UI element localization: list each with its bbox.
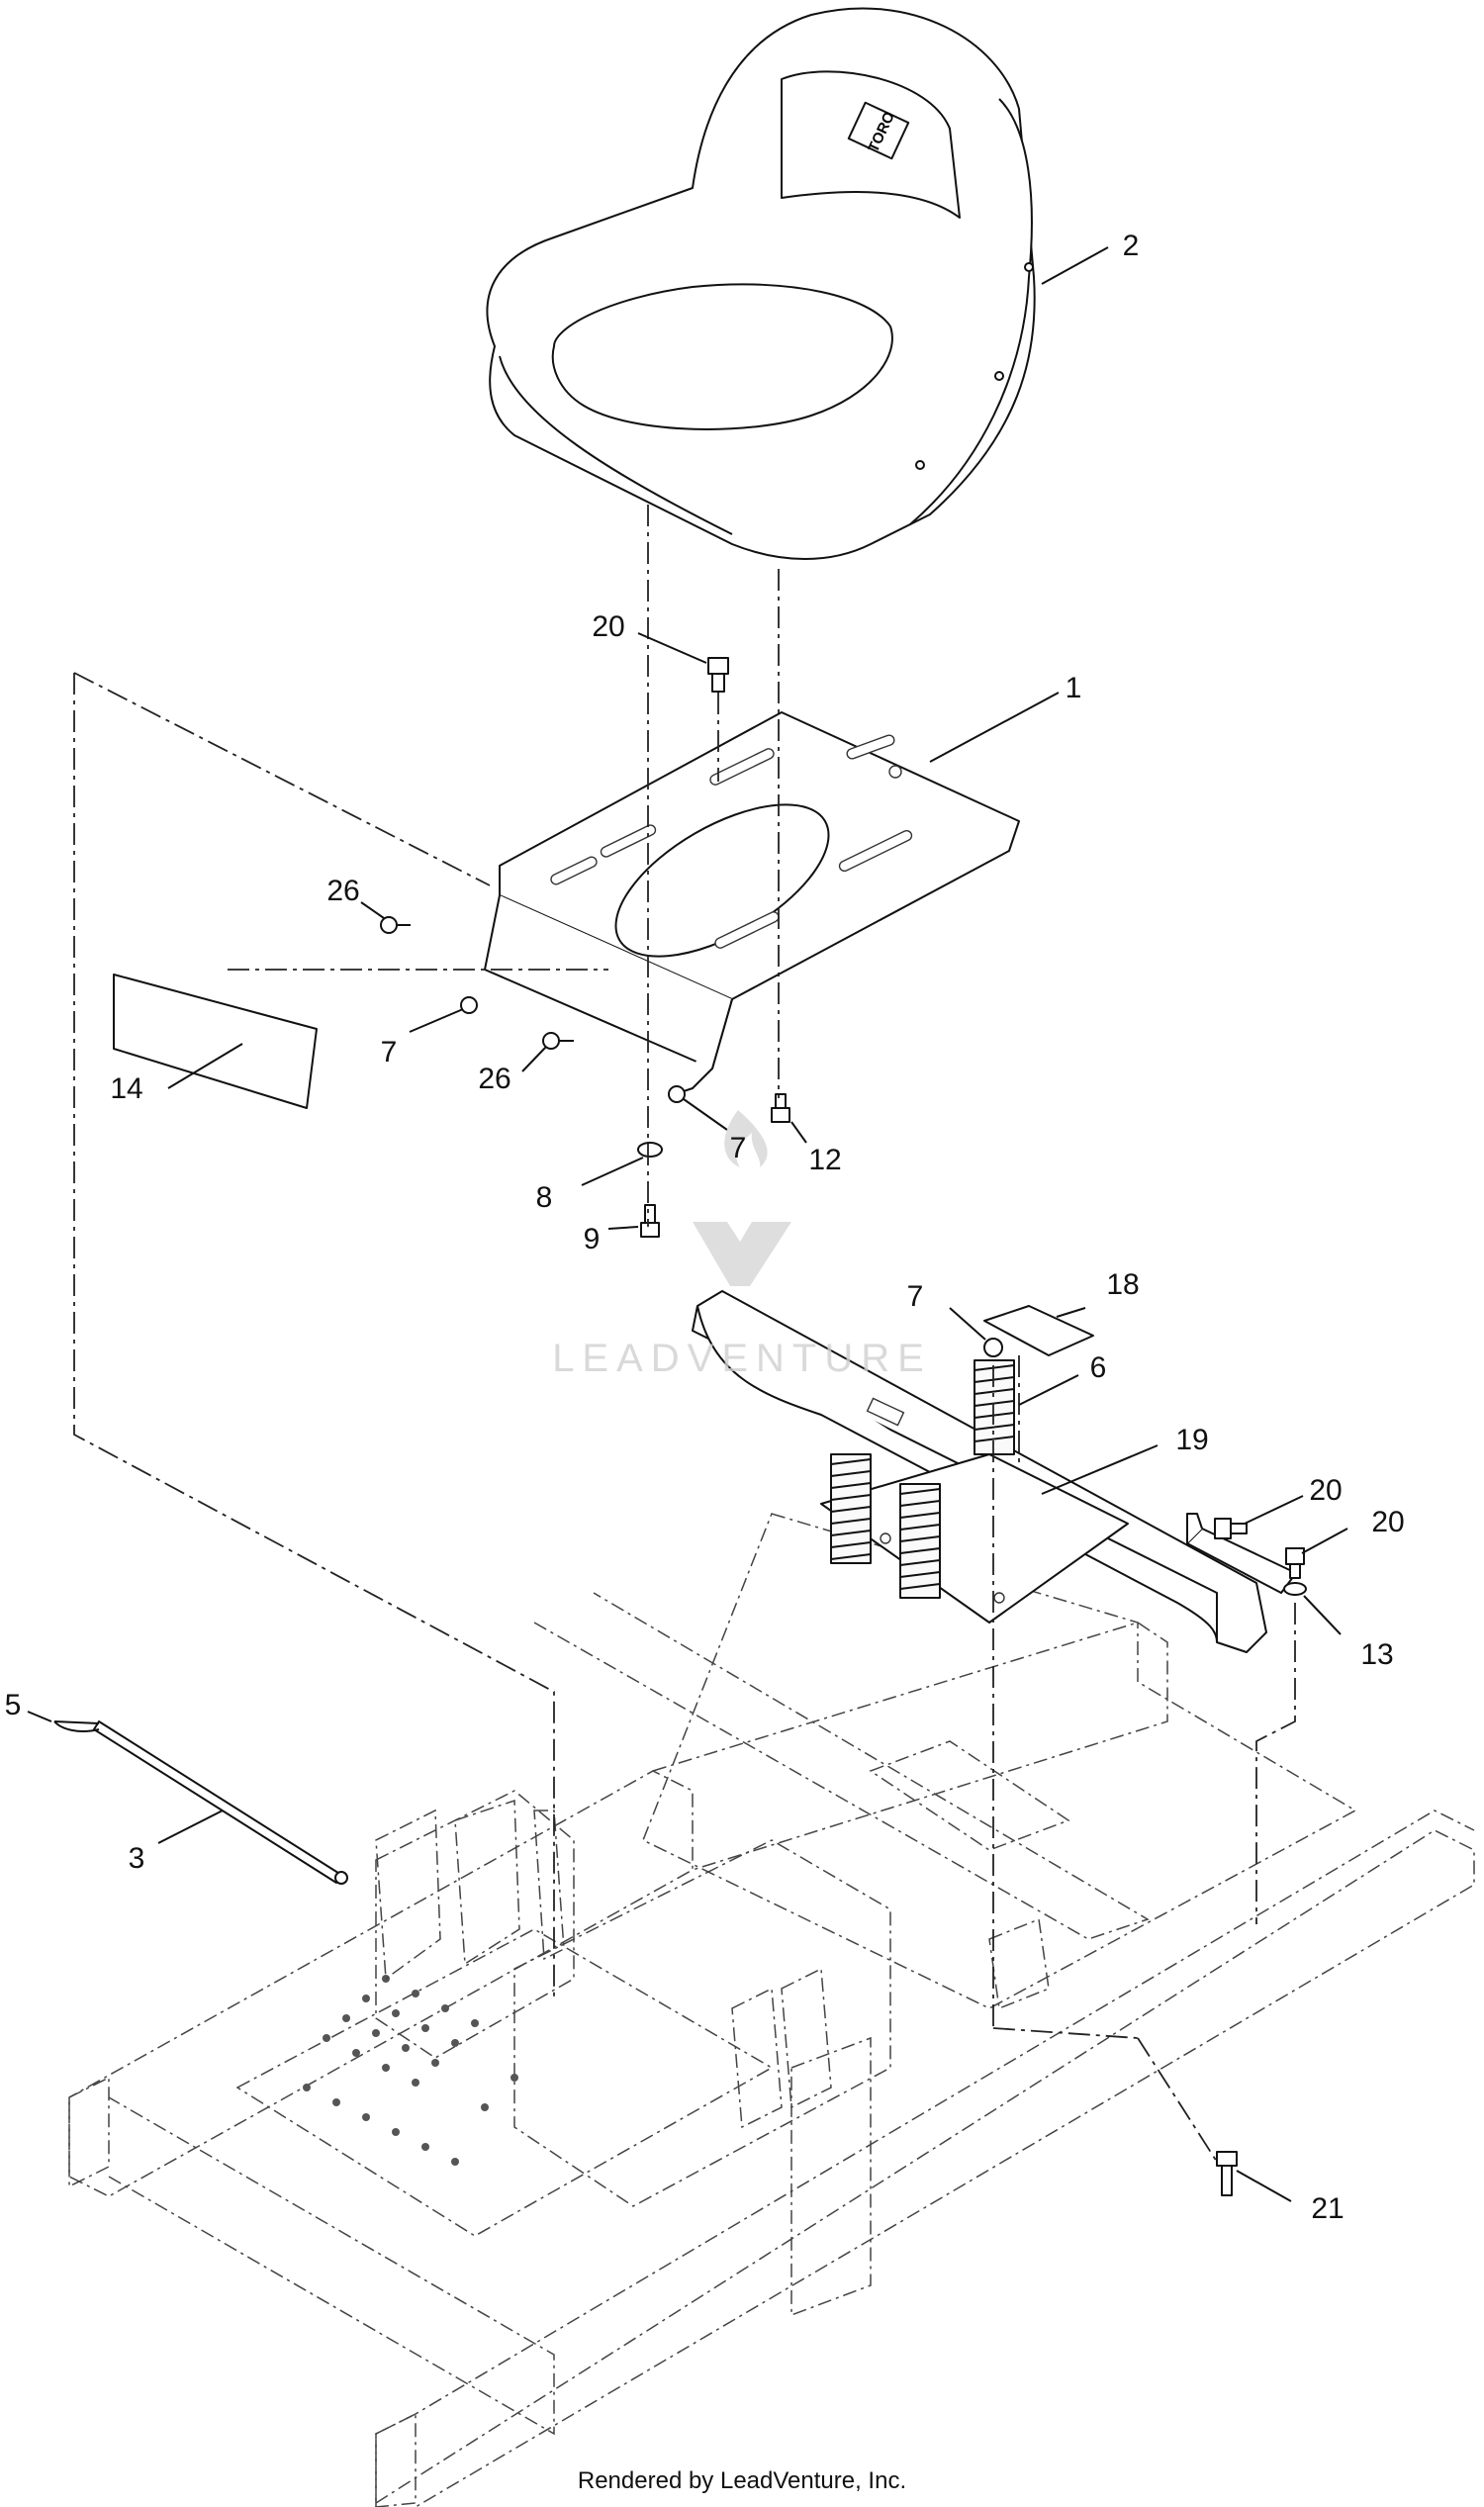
callout-18: 18 [1106, 1268, 1139, 1301]
callout-7: 7 [730, 1132, 747, 1164]
decal-18 [983, 1305, 1094, 1356]
bolt-21 [1216, 2151, 1238, 2196]
rendered-by-footer: Rendered by LeadVenture, Inc. [578, 2467, 906, 2494]
decal-14 [113, 974, 318, 1109]
seat-hinge-right [731, 1967, 832, 2129]
alignment-lines [73, 505, 1296, 2163]
bolt-12 [771, 1093, 790, 1123]
washer-8 [637, 1142, 663, 1158]
callout-8: 8 [536, 1181, 553, 1214]
frame-rail-end-right [375, 2412, 417, 2507]
callout-7: 7 [907, 1280, 924, 1313]
callout-20: 20 [1309, 1474, 1342, 1507]
nut-7-right [668, 1085, 686, 1103]
bolt-20-top [707, 657, 729, 693]
frame-rail-end-left [68, 2076, 110, 2188]
spring-left [830, 1453, 872, 1564]
spring-middle [899, 1483, 941, 1599]
bolt-26-upper [380, 916, 411, 934]
callout-26: 26 [326, 875, 359, 907]
callout-9: 9 [584, 1223, 601, 1255]
callout-7: 7 [381, 1036, 398, 1068]
leadventure-watermark: LEADVENTURE [552, 1110, 932, 1380]
callout-2: 2 [1123, 230, 1140, 262]
frame-holes [303, 1975, 518, 2166]
callout-12: 12 [808, 1144, 841, 1176]
callout-5: 5 [5, 1689, 22, 1721]
nut-7-spring [983, 1338, 1003, 1357]
bolt-26-lower [542, 1032, 574, 1050]
hairpin-clip-5 [53, 1720, 100, 1732]
pivot-rod-3 [93, 1720, 348, 1885]
callout-6: 6 [1090, 1351, 1107, 1384]
callout-20: 20 [592, 610, 624, 643]
seat-base-bracket [692, 1290, 1297, 1653]
leader-lines [27, 246, 1348, 2202]
callout-3: 3 [129, 1842, 145, 1875]
washer-13 [1283, 1582, 1307, 1596]
screw-9 [640, 1204, 660, 1238]
watermark-text: LEADVENTURE [552, 1337, 932, 1380]
seat-hinge-left [375, 1799, 520, 1981]
callout-19: 19 [1175, 1424, 1208, 1456]
seat-pan [484, 711, 1020, 1094]
bolt-20-base-left [1214, 1518, 1248, 1539]
bolt-20-base-right [1285, 1547, 1305, 1579]
callout-26: 26 [478, 1063, 510, 1095]
callout-1: 1 [1066, 672, 1082, 704]
spring-right [974, 1359, 1015, 1455]
nut-7-left [460, 996, 478, 1014]
callout-20: 20 [1371, 1506, 1404, 1538]
mower-frame [68, 1495, 1475, 2507]
callouts: 2 20 1 26 7 14 26 7 12 8 9 7 18 6 19 20 … [5, 230, 1405, 2225]
callout-13: 13 [1360, 1638, 1393, 1671]
seat: TORO [486, 7, 1036, 560]
callout-21: 21 [1311, 2192, 1344, 2225]
callout-14: 14 [110, 1072, 142, 1105]
